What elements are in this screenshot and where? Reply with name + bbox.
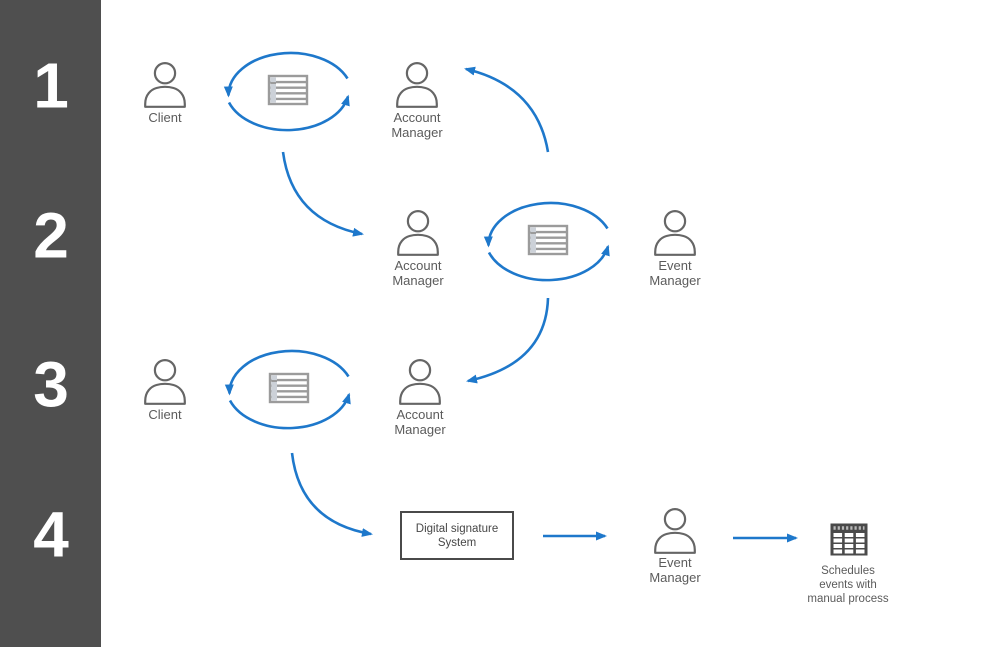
event-manager-label: Event Manager	[649, 555, 701, 585]
client-label: Client	[148, 110, 182, 125]
document-icon	[267, 74, 309, 106]
arrow-step2-to-step3-account-manager	[466, 297, 550, 384]
account-manager-label: Account Manager	[391, 110, 443, 140]
person-icon	[144, 62, 186, 108]
document-cycle-icon	[224, 349, 351, 430]
person-icon	[654, 210, 696, 256]
account-manager-label: Account Manager	[394, 407, 446, 437]
digital-signature-system-box: Digital signature System	[400, 511, 514, 560]
step-number-3: 3	[33, 348, 69, 421]
document-cycle-icon	[223, 51, 350, 132]
step-number-1: 1	[33, 49, 69, 122]
step-number-2: 2	[33, 199, 69, 272]
event-manager-label: Event Manager	[649, 258, 701, 288]
person-icon	[654, 508, 696, 554]
document-icon	[268, 372, 310, 404]
person-icon	[397, 210, 439, 256]
person-icon	[399, 359, 441, 405]
step-number-4: 4	[33, 498, 69, 571]
account-manager-label: Account Manager	[392, 258, 444, 288]
client-label: Client	[148, 407, 182, 422]
schedule-table-icon	[830, 523, 868, 556]
schedule-table-caption: Schedules events with manual process	[807, 565, 889, 605]
document-icon	[527, 224, 569, 256]
arrow-step2-to-step1-account-manager	[464, 66, 550, 153]
arrow-step3-to-signature-system	[290, 452, 373, 537]
document-cycle-icon	[483, 201, 610, 282]
person-icon	[396, 62, 438, 108]
person-icon	[144, 359, 186, 405]
step-number-sidebar: 1 2 3 4	[0, 0, 101, 647]
table-cells	[833, 533, 865, 554]
arrow-step1-to-step2-account-manager	[281, 151, 364, 237]
